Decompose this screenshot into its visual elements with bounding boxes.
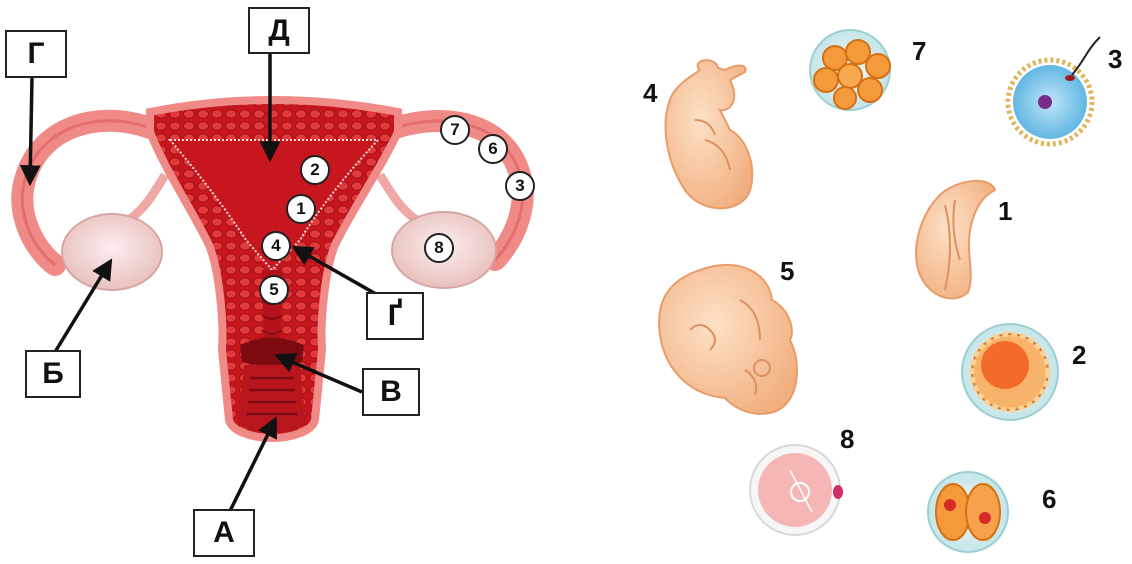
left-ovary <box>62 214 162 290</box>
marker-2: 2 <box>300 155 330 185</box>
stage-label-3: 3 <box>1108 46 1122 72</box>
marker-8: 8 <box>424 233 454 263</box>
stage-label-6: 6 <box>1042 486 1056 512</box>
label-D: Д <box>248 7 310 54</box>
stage-6-two-cell <box>928 472 1008 552</box>
label-A: А <box>193 509 255 557</box>
stage-4-fetus <box>666 60 753 208</box>
label-B: Б <box>25 350 81 398</box>
label-G: Г <box>5 30 67 78</box>
marker-6: 6 <box>478 134 508 164</box>
label-G-prime: Ґ <box>366 292 424 340</box>
stage-7-morula <box>810 30 890 110</box>
stage-2-blastocyst <box>962 324 1058 420</box>
stage-8-oocyte <box>750 445 843 535</box>
marker-3: 3 <box>505 171 535 201</box>
stage-label-4: 4 <box>643 80 657 106</box>
stage-label-5: 5 <box>780 258 794 284</box>
stage-label-8: 8 <box>840 426 854 452</box>
stage-5-fetus <box>659 265 797 414</box>
marker-7: 7 <box>440 115 470 145</box>
stage-label-7: 7 <box>912 38 926 64</box>
stage-1-embryo <box>916 181 995 299</box>
label-V: В <box>362 368 420 416</box>
arrow-G <box>30 78 32 182</box>
stage-label-2: 2 <box>1072 342 1086 368</box>
uterus-illustration <box>22 100 522 438</box>
stage-3-fertilization <box>1008 37 1100 144</box>
marker-5: 5 <box>259 275 289 305</box>
marker-4: 4 <box>261 231 291 261</box>
marker-1: 1 <box>286 194 316 224</box>
stage-label-1: 1 <box>998 198 1012 224</box>
